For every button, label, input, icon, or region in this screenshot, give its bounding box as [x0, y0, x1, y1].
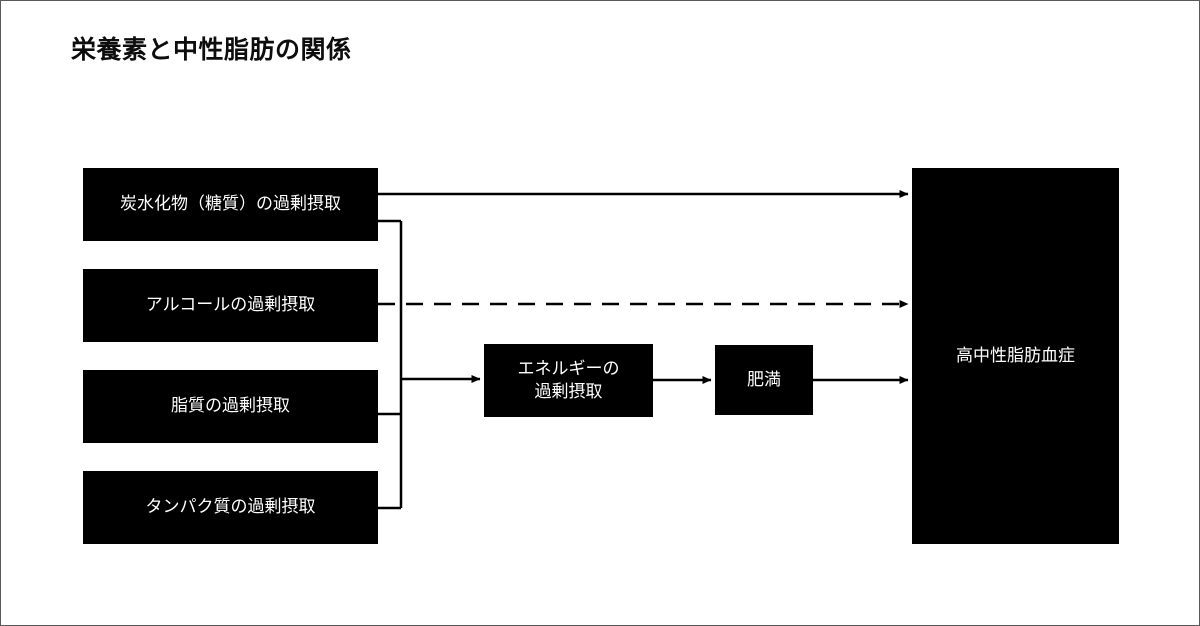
node-hypertriglyceridemia[interactable]: 高中性脂肪血症	[912, 168, 1119, 544]
node-obesity-label: 肥満	[747, 369, 781, 390]
node-lipid-overintake[interactable]: 脂質の過剰摂取	[83, 370, 378, 443]
node-result-label: 高中性脂肪血症	[956, 345, 1075, 366]
node-obesity[interactable]: 肥満	[715, 345, 813, 415]
node-energy-label: エネルギーの 過剰摂取	[517, 358, 620, 402]
node-protein-overintake[interactable]: タンパク質の過剰摂取	[83, 471, 378, 544]
node-lipid-label: 脂質の過剰摂取	[171, 396, 290, 417]
page-title: 栄養素と中性脂肪の関係	[71, 35, 352, 64]
node-alcohol-label: アルコールの過剰摂取	[145, 295, 316, 316]
node-carbohydrate-overintake[interactable]: 炭水化物（糖質）の過剰摂取	[83, 168, 378, 241]
node-carbohydrate-label: 炭水化物（糖質）の過剰摂取	[120, 194, 341, 215]
node-alcohol-overintake[interactable]: アルコールの過剰摂取	[83, 269, 378, 342]
node-protein-label: タンパク質の過剰摂取	[145, 497, 316, 518]
node-energy-overintake[interactable]: エネルギーの 過剰摂取	[484, 344, 653, 417]
